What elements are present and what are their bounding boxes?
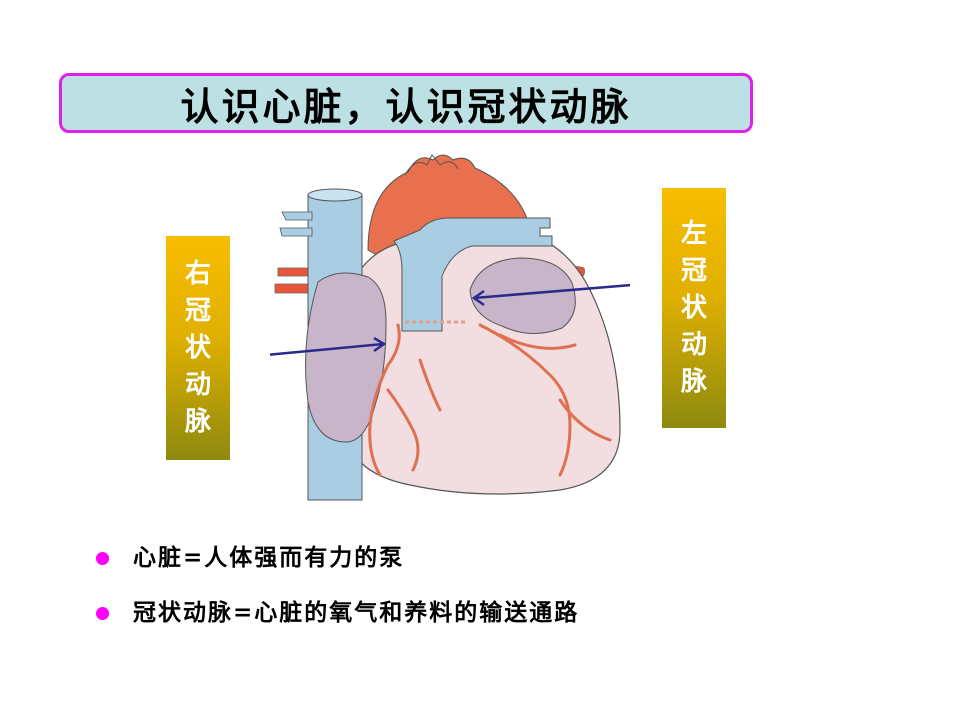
bullet-item: 冠状动脉=心脏的氧气和养料的输送通路: [96, 595, 580, 626]
label-char: 右: [184, 258, 211, 289]
bullet-item: 心脏=人体强而有力的泵: [96, 540, 579, 571]
heart-illustration: [270, 154, 630, 501]
label-char: 脉: [184, 406, 211, 437]
bullet-dot-icon: [96, 551, 109, 565]
bullet-text: 冠状动脉=心脏的氧气和养料的输送通路: [133, 600, 580, 626]
bullet-text: 心脏=人体强而有力的泵: [133, 545, 405, 571]
label-char: 冠: [680, 255, 707, 286]
bullet-dot-icon: [96, 606, 109, 620]
label-char: 动: [680, 329, 707, 360]
page-title: 认识心脏，认识冠状动脉: [180, 84, 632, 129]
label-char: 状: [184, 332, 211, 363]
left-coronary-label: 左 冠 状 动 脉: [662, 188, 726, 428]
label-char: 动: [184, 369, 211, 400]
bullet-list: 心脏=人体强而有力的泵 冠状动脉=心脏的氧气和养料的输送通路: [96, 540, 579, 650]
label-char: 状: [680, 292, 707, 323]
label-char: 脉: [680, 366, 707, 397]
label-char: 左: [680, 218, 707, 249]
right-coronary-label: 右 冠 状 动 脉: [166, 236, 230, 460]
label-char: 冠: [184, 295, 211, 326]
title-box: 认识心脏，认识冠状动脉: [59, 73, 753, 133]
